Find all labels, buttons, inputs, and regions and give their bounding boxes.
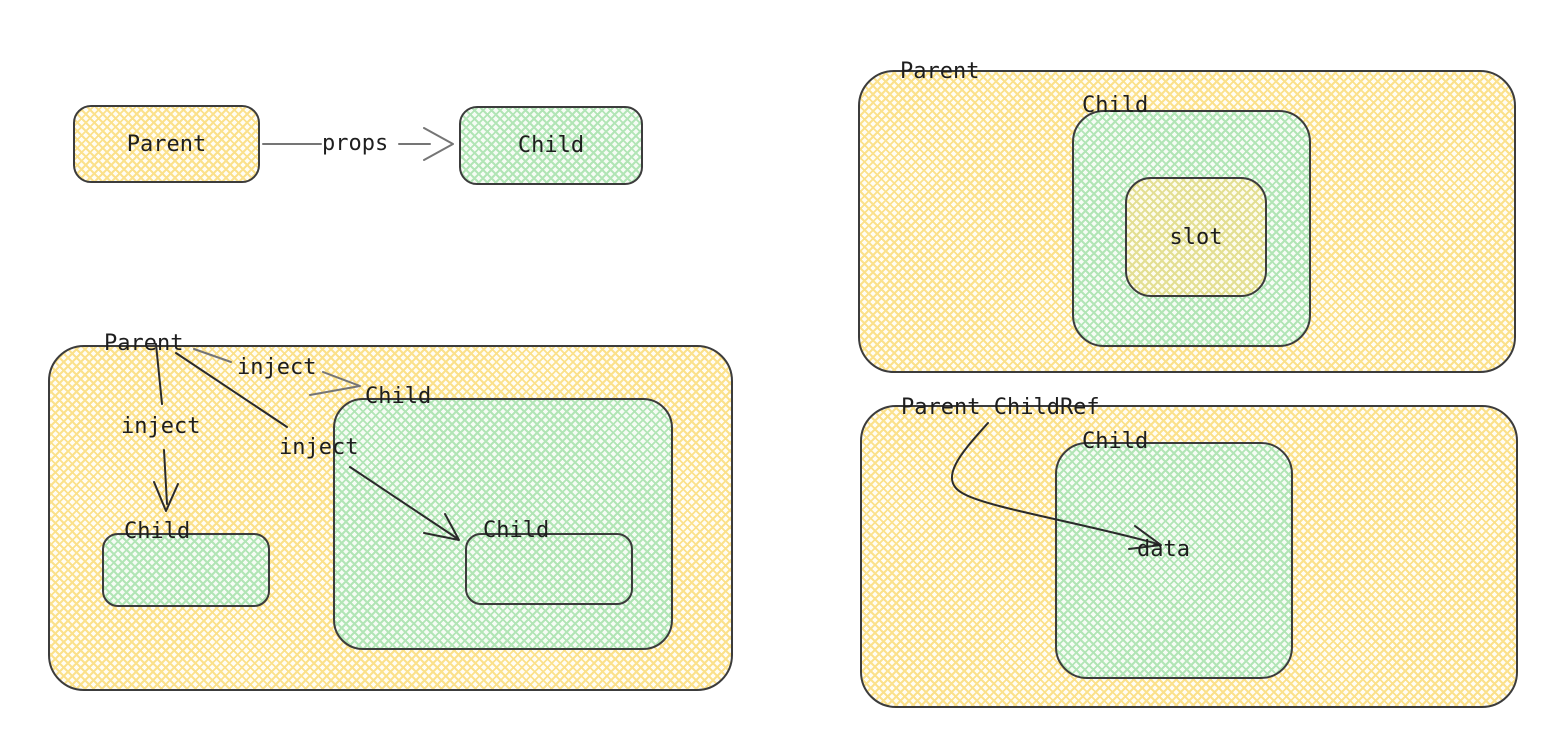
props-child-label: Child bbox=[517, 133, 585, 158]
ref-parent-label: Parent ChildRef bbox=[901, 395, 1100, 420]
props-child-box: Child bbox=[459, 106, 643, 185]
ref-data-label: data bbox=[1137, 537, 1190, 562]
inject-left-arrow-label: inject bbox=[121, 414, 201, 439]
ref-child-label: Child bbox=[1082, 429, 1149, 454]
slot-box: slot bbox=[1125, 177, 1267, 297]
props-parent-box: Parent bbox=[73, 105, 260, 183]
inject-outer-arrow-label: inject bbox=[237, 355, 317, 380]
inject-nested-arrow-label: inject bbox=[279, 435, 359, 460]
slot-child-label: Child bbox=[1082, 93, 1149, 118]
inject-outer-child-label: Child bbox=[365, 384, 432, 409]
inject-parent-label: Parent bbox=[104, 331, 184, 356]
inject-nested-child-box bbox=[465, 533, 633, 605]
props-arrowhead-icon bbox=[423, 127, 454, 161]
slot-label: slot bbox=[1169, 224, 1223, 250]
inject-nested-child-label: Child bbox=[483, 518, 550, 543]
props-arrow-label: props bbox=[322, 131, 389, 156]
props-parent-label: Parent bbox=[126, 131, 207, 157]
slot-parent-label: Parent bbox=[900, 59, 980, 84]
inject-left-child-label: Child bbox=[124, 519, 191, 544]
inject-left-child-box bbox=[102, 533, 270, 607]
inject-outer-child-box bbox=[333, 398, 673, 650]
